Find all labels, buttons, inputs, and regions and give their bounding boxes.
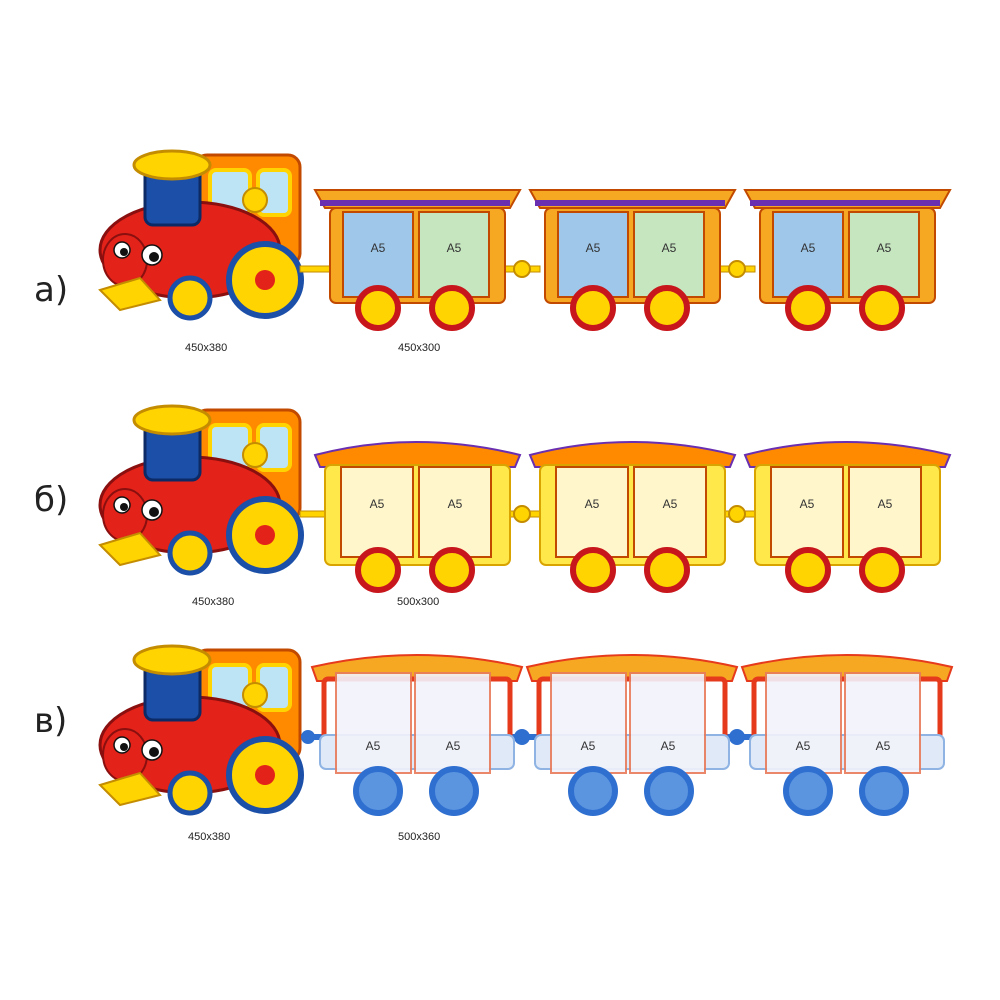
train-scene-b: A5 A5 A5 A5 A5 A5 — [98, 404, 952, 593]
locomotive — [98, 149, 304, 321]
train-row-c: A5 A5 A5 A5 A5 A5 в) 450x3 — [0, 625, 1000, 875]
wagon: A5 A5 — [313, 441, 522, 593]
wagon-size: 450x300 — [398, 342, 441, 354]
wagon: A5 A5 — [743, 441, 952, 593]
pocket-label: A5 — [796, 739, 811, 753]
wagon-size: 500x360 — [398, 831, 441, 843]
pocket-label: A5 — [662, 241, 677, 255]
pocket-label: A5 — [448, 497, 463, 511]
pocket-label: A5 — [371, 241, 386, 255]
wagon: A5 A5 — [528, 441, 737, 593]
pocket-label: A5 — [447, 241, 462, 255]
wagon: A5 A5 — [743, 189, 952, 331]
pocket-label: A5 — [878, 497, 893, 511]
row-label: б) — [34, 480, 69, 520]
wagon: A5 A5 — [310, 654, 524, 816]
train-scene-a: A5 A5 A5 A5 A5 A5 — [98, 149, 952, 331]
locomotive — [98, 404, 304, 576]
pocket-label: A5 — [876, 739, 891, 753]
wagon: A5 A5 — [528, 189, 737, 331]
pocket-label: A5 — [877, 241, 892, 255]
pocket-label: A5 — [446, 739, 461, 753]
pocket-label: A5 — [661, 739, 676, 753]
wagon: A5 A5 — [525, 654, 739, 816]
pocket-label: A5 — [586, 241, 601, 255]
locomotive — [98, 644, 304, 816]
pocket-label: A5 — [800, 497, 815, 511]
pocket-label: A5 — [370, 497, 385, 511]
train-scene-c: A5 A5 A5 A5 A5 A5 — [98, 644, 954, 816]
wagon-size: 500x300 — [397, 596, 440, 608]
couplings — [299, 505, 756, 523]
wagon: A5 A5 — [313, 189, 522, 331]
train-row-a: A5 A5 A5 A5 A5 A5 а) 450x3 — [0, 120, 1000, 370]
locomotive-size: 450x380 — [188, 831, 231, 843]
pocket-label: A5 — [663, 497, 678, 511]
couplings — [299, 260, 756, 278]
pocket-label: A5 — [801, 241, 816, 255]
wagon: A5 A5 — [740, 654, 954, 816]
locomotive-size: 450x380 — [185, 342, 228, 354]
row-label: в) — [34, 701, 68, 741]
train-row-b: A5 A5 A5 A5 A5 A5 б) 450x380 500x300 — [0, 375, 1000, 625]
pocket-label: A5 — [581, 739, 596, 753]
pocket-label: A5 — [585, 497, 600, 511]
locomotive-size: 450x380 — [192, 596, 235, 608]
row-label: а) — [34, 270, 69, 310]
pocket-label: A5 — [366, 739, 381, 753]
